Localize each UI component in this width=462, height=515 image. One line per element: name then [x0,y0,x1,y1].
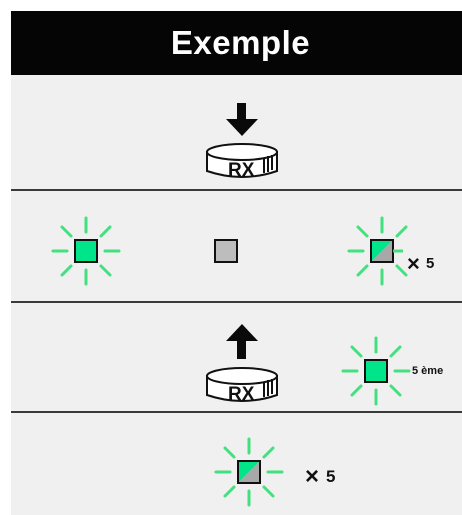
repeat-count-label: 5 [326,467,336,486]
rx-label: RX [228,384,255,405]
header-bar: Exemple [11,11,462,75]
step-insert-card: RX [11,77,462,189]
ordinal-label: 5 ème [412,365,444,377]
repeat-count-label: 5 [426,255,435,272]
step-confirm-blink: × 5 [11,413,462,515]
blinking-green-square-icon [341,336,411,406]
arrow-down-icon [226,103,258,136]
step-remove-card: RX 5 ème [11,303,462,411]
step-led-states: × 5 [11,191,462,301]
rx-card-remove-icon: RX [206,324,278,405]
row-divider [11,411,462,413]
times-symbol: × [305,463,320,490]
times-symbol: × [407,251,420,276]
blinking-half-green-square-icon [214,437,284,507]
rx-label: RX [228,160,255,181]
row-divider [11,301,462,303]
example-panel: Exemple RX [11,11,462,515]
row-divider [11,189,462,191]
blinking-green-square-icon [51,216,121,286]
header-title: Exemple [170,24,311,61]
rx-card-insert-icon: RX [206,103,278,181]
blinking-half-green-square-icon [347,216,408,286]
arrow-up-icon [226,324,258,359]
grey-square-icon [214,239,238,263]
